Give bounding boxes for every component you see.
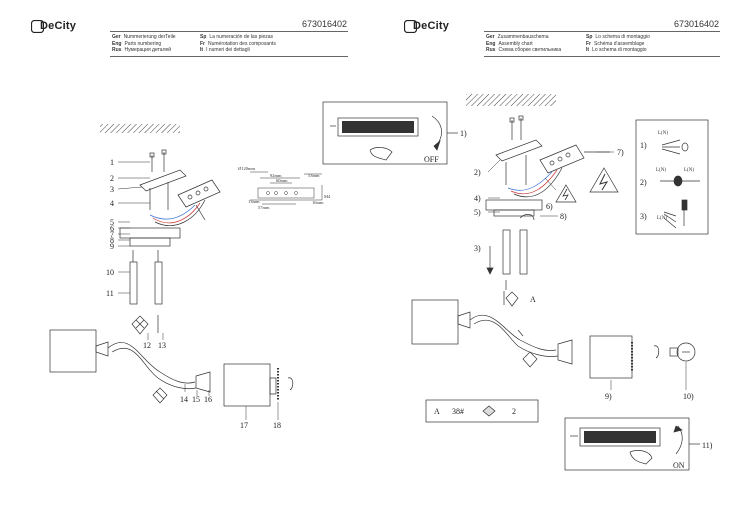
step-label: 9) (605, 392, 612, 401)
mounting-bar-left (139, 169, 187, 210)
tubes-left (129, 250, 163, 333)
part-number: 16 (204, 395, 212, 404)
part-number: 18 (273, 421, 281, 430)
bulb-10 (669, 342, 696, 362)
dimension-label: 16mm (312, 200, 324, 205)
part-number: 14 (180, 395, 188, 404)
ceiling-hatch-left (100, 124, 180, 133)
logo-mark-icon (404, 20, 417, 33)
shade-left-17 (49, 329, 211, 393)
part-number: 11 (106, 289, 114, 298)
shade-assembly-right (411, 291, 573, 368)
wire-connection-box (635, 119, 709, 235)
part-number: 4 (110, 199, 114, 208)
part-number: 7 (110, 230, 114, 239)
dimension-label: M4 (324, 194, 331, 199)
terminal-block-right (539, 144, 610, 174)
dimension-drawing (250, 171, 323, 205)
wire-label: L(N) (657, 216, 667, 221)
dimension-label: 13mm (248, 199, 260, 204)
dimension-label: 60mm (276, 178, 288, 183)
part-number: 6 (110, 224, 114, 233)
dimension-label: 53mm (308, 173, 320, 178)
leader-lines-left (117, 161, 150, 294)
ceiling-hatch-right (466, 94, 556, 106)
detail-label: A (530, 295, 536, 304)
step-label: 2) (474, 168, 481, 177)
product-code: 673016402 (674, 19, 720, 29)
wire-label: L(N) (658, 131, 668, 136)
warning-triangles (555, 167, 619, 203)
shade-right-17 (223, 363, 294, 407)
dimension-label: 57mm (258, 205, 270, 210)
parts-box-code: 38# (452, 407, 464, 416)
part-number: 12 (143, 341, 151, 350)
terminal-block-left (177, 179, 221, 221)
parts-box (425, 399, 539, 423)
part-number: 3 (110, 185, 114, 194)
parts-box-qty: 2 (512, 407, 516, 416)
part-number: 15 (192, 395, 200, 404)
dimension-label: 92mm (270, 173, 282, 178)
shade-9 (589, 335, 660, 379)
step-label: 11) (702, 441, 713, 450)
switch-box-on (564, 417, 700, 471)
screws-left (149, 149, 167, 172)
parts-box-ref: A (434, 407, 440, 416)
step-label: 7) (617, 148, 624, 157)
on-label: ON (673, 461, 685, 470)
step-label: 3) (474, 244, 481, 253)
crystal-drops-left (131, 315, 168, 404)
part-number: 13 (158, 341, 166, 350)
brand-name: DeCity (413, 20, 450, 32)
wire-label: L(N) (656, 168, 666, 173)
step-label: 8) (560, 212, 567, 221)
mounting-bar-right (495, 139, 543, 185)
leader-lines-bottom-left (147, 333, 279, 420)
off-label: OFF (424, 155, 439, 164)
wires-right (507, 167, 563, 198)
part-number: 9 (110, 242, 114, 251)
step-label: 10) (683, 392, 694, 401)
brand-name: DeCity (40, 20, 77, 32)
part-number: 1 (110, 158, 114, 167)
part-number: 10 (106, 268, 114, 277)
part-number: 2 (110, 174, 114, 183)
wire-step-label: 1) (640, 141, 647, 150)
wire-step-label: 3) (640, 212, 647, 221)
leader-lines-bottom-right (610, 362, 687, 390)
logo-mark-icon (31, 20, 44, 33)
screws-right (509, 115, 524, 140)
wires-left (149, 199, 206, 226)
product-code: 673016402 (302, 19, 348, 29)
dimension-label: Ø120mm (238, 166, 256, 171)
step-label: 5) (474, 208, 481, 217)
step-label: 4) (474, 194, 481, 203)
canopy-right (485, 199, 543, 221)
switch-box-off (322, 101, 458, 165)
tubes-right (486, 229, 528, 290)
wire-step-label: 2) (640, 178, 647, 187)
part-number: 17 (240, 421, 248, 430)
wire-label: L(N) (684, 168, 694, 173)
canopy-plate-left (119, 227, 181, 247)
part-number: 5 (110, 218, 114, 227)
leader-lines-right (487, 151, 614, 217)
part-number: 8 (110, 236, 114, 245)
step-label: 6) (546, 202, 553, 211)
step-label: 1) (460, 129, 467, 138)
